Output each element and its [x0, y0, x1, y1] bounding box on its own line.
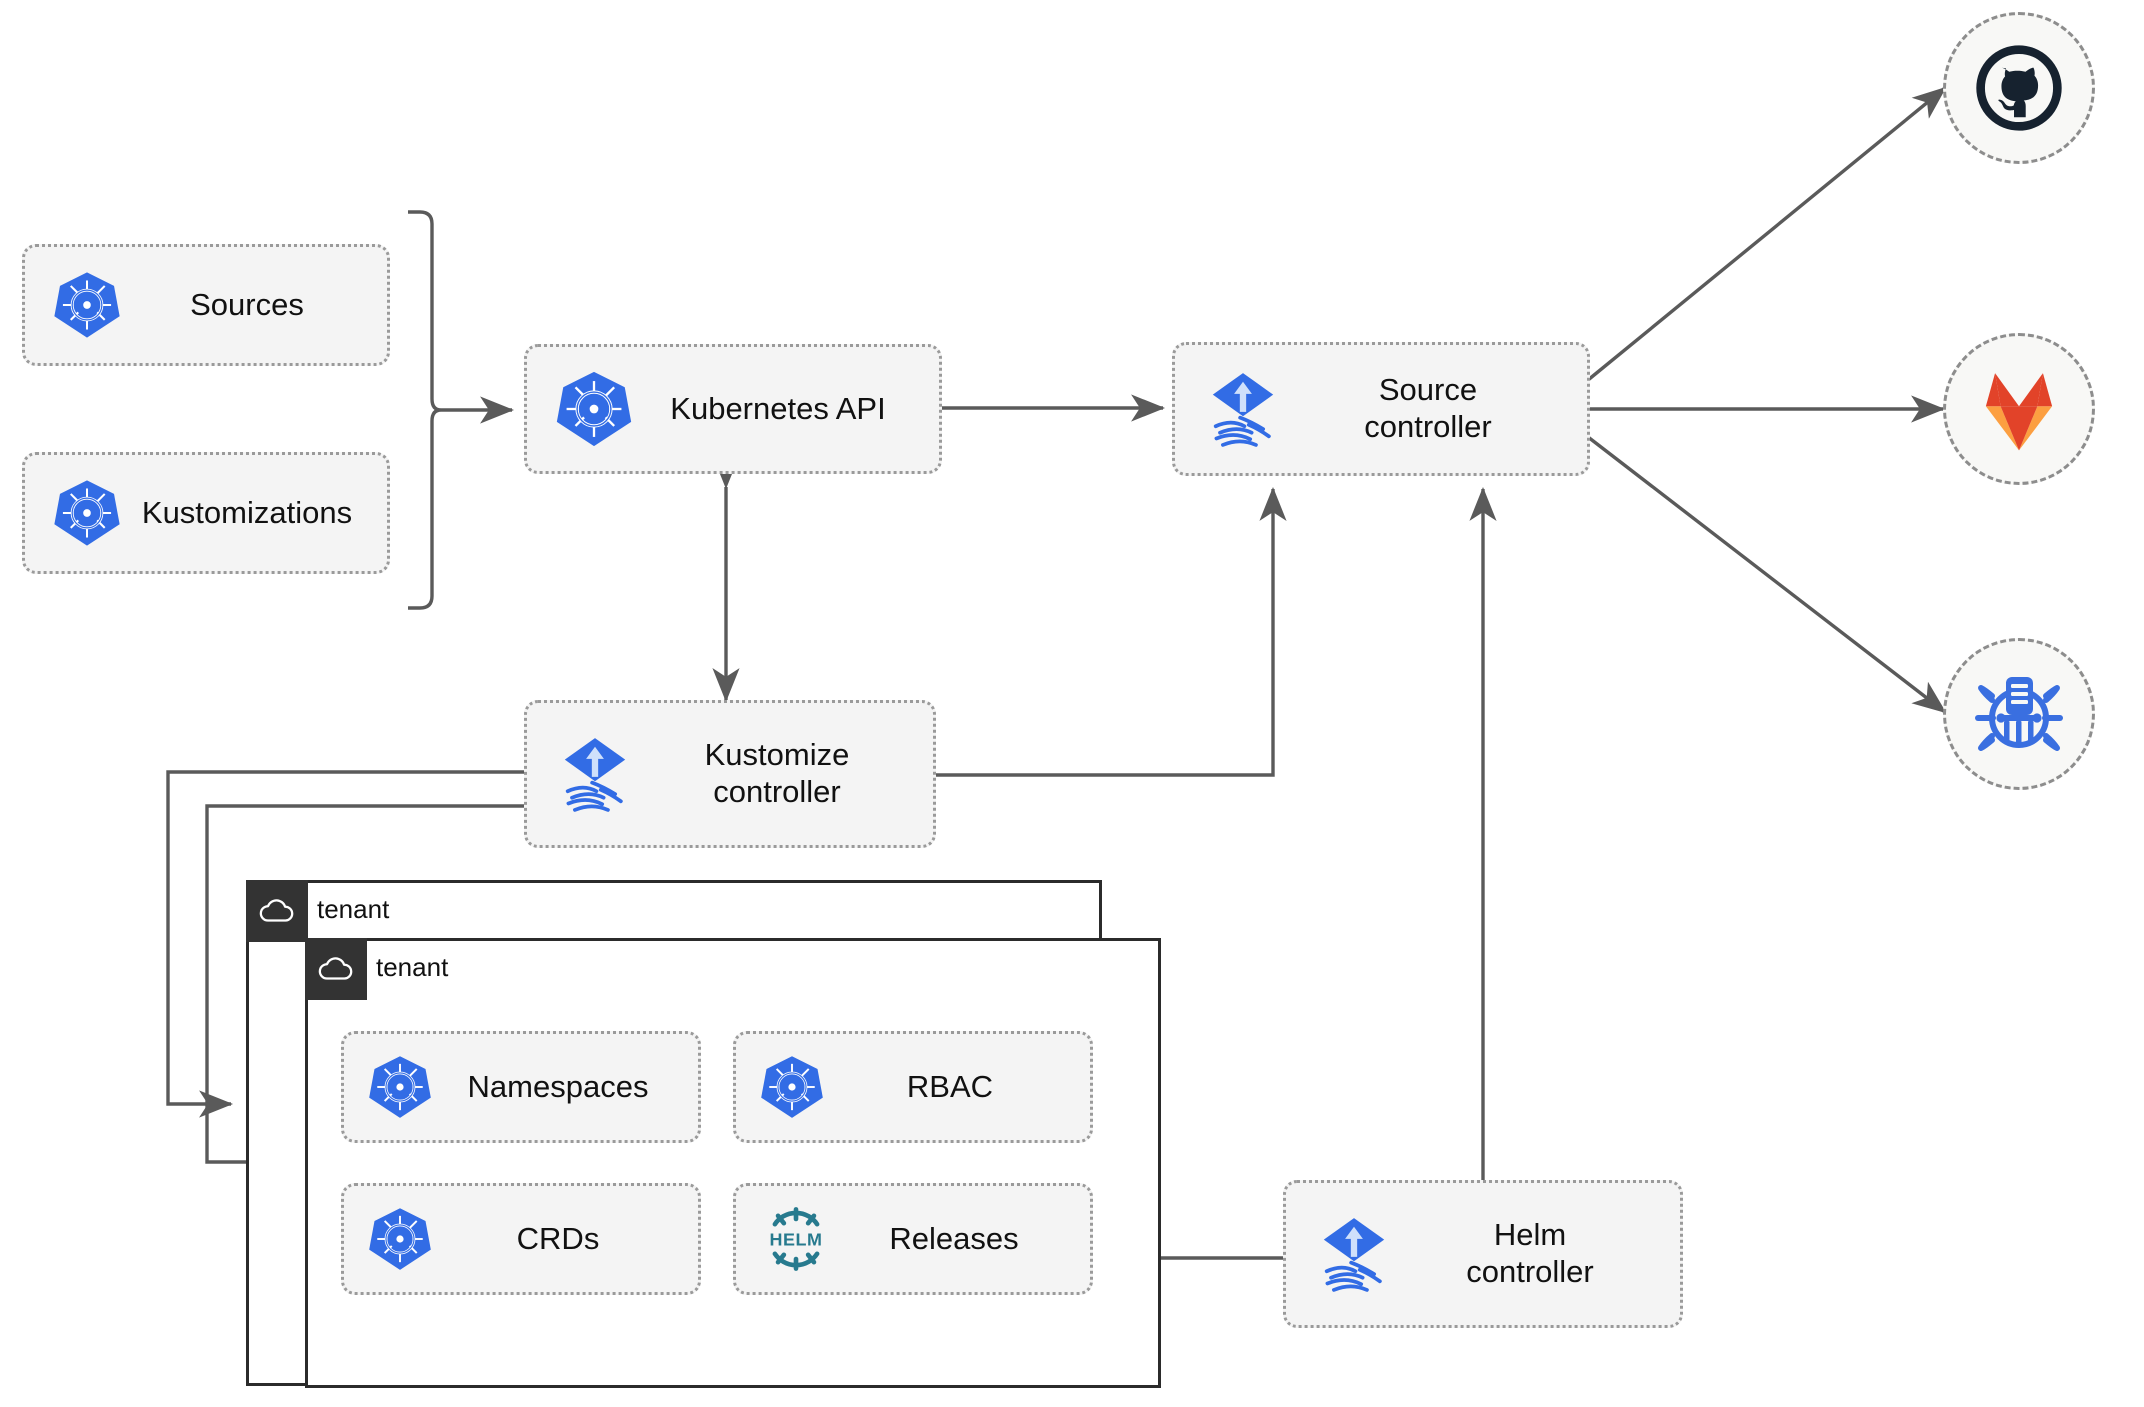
kubernetes-icon	[553, 368, 635, 450]
helm-icon: HELM	[758, 1201, 834, 1277]
kubernetes-icon	[366, 1205, 434, 1273]
node-sources[interactable]: Sources	[22, 244, 390, 366]
node-source-controller[interactable]: Source controller	[1172, 342, 1590, 476]
node-label: Namespaces	[467, 1068, 649, 1104]
cloud-icon	[305, 938, 367, 1000]
kubernetes-icon	[758, 1053, 826, 1121]
flux-icon	[1197, 363, 1289, 455]
tenant-title: tenant	[317, 894, 390, 924]
endpoint-github[interactable]	[1943, 12, 2095, 164]
node-label: Helm controller	[1466, 1217, 1594, 1289]
edge-source-to-github	[1586, 86, 1947, 382]
node-label: Sources	[190, 286, 304, 322]
kubernetes-icon	[51, 269, 123, 341]
node-label: Kubernetes API	[670, 390, 886, 426]
helm-chart-icon	[1975, 677, 2063, 751]
node-label: Kustomize controller	[704, 737, 850, 809]
endpoint-gitlab[interactable]	[1943, 333, 2095, 485]
gitlab-icon	[1985, 373, 2053, 451]
node-releases[interactable]: HELM Releases	[733, 1183, 1093, 1295]
node-helm-controller[interactable]: Helm controller	[1283, 1180, 1683, 1328]
flux-icon	[549, 728, 641, 820]
node-crds[interactable]: CRDs	[341, 1183, 701, 1295]
edge-source-to-helmrepo	[1586, 435, 1947, 714]
node-namespaces[interactable]: Namespaces	[341, 1031, 701, 1143]
flux-icon	[1308, 1208, 1400, 1300]
node-kustomize-controller[interactable]: Kustomize controller	[524, 700, 936, 848]
group-bracket	[408, 210, 442, 610]
node-label: CRDs	[516, 1220, 600, 1256]
node-kubernetes-api[interactable]: Kubernetes API	[524, 344, 942, 474]
kubernetes-icon	[366, 1053, 434, 1121]
node-label: RBAC	[906, 1068, 994, 1104]
node-rbac[interactable]: RBAC	[733, 1031, 1093, 1143]
node-kustomizations[interactable]: Kustomizations	[22, 452, 390, 574]
kubernetes-icon	[51, 477, 123, 549]
tenant-title: tenant	[376, 952, 449, 982]
node-label: Source controller	[1364, 372, 1492, 444]
node-label: Kustomizations	[141, 494, 353, 530]
node-label: Releases	[889, 1220, 1019, 1256]
github-icon	[1976, 45, 2062, 131]
cloud-icon	[246, 880, 308, 942]
svg-text:HELM: HELM	[770, 1229, 823, 1249]
tenant-panel-inner: tenant	[305, 938, 1161, 1388]
edge-kustomize-to-source	[936, 486, 1287, 777]
endpoint-helm-repository[interactable]	[1943, 638, 2095, 790]
